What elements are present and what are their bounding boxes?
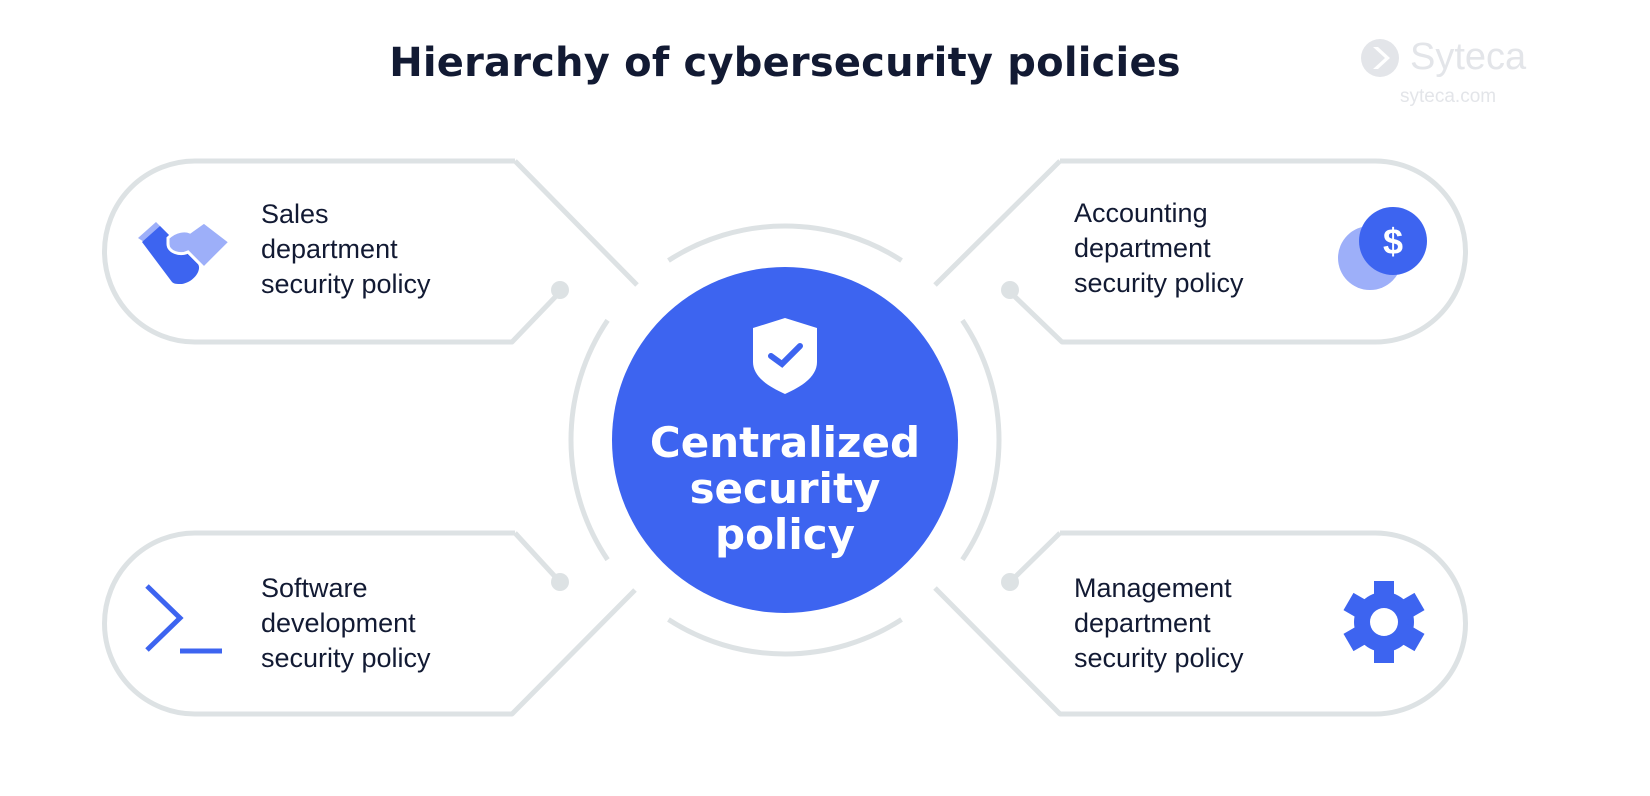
pill-accounting-outline [1008,158,1468,345]
outer-ring-arc [568,318,610,562]
pill-software-outline [102,530,637,717]
center-circle [612,267,958,613]
label-line: security policy [1074,643,1244,673]
label-line: Sales [261,199,329,229]
label-line: Centralized [649,418,921,467]
label-line: Accounting [1074,198,1208,228]
svg-text:$: $ [1383,221,1403,262]
connector-dot [551,573,569,591]
label-line: development [261,608,416,638]
policy-sales-label: Sales department security policy [261,197,431,302]
logo-name: Syteca [1410,36,1527,78]
diagram-title: Hierarchy of cybersecurity policies [389,40,1181,86]
label-line: security policy [1074,268,1244,298]
label-line: department [1074,233,1211,263]
logo-chevron-icon [1361,39,1399,77]
policy-management-label: Management department security policy [1074,571,1244,676]
label-line: department [261,234,398,264]
label-line: policy [715,510,855,559]
shield-check-icon [753,318,817,394]
connector-dot [551,281,569,299]
label-line: Software [261,573,368,603]
outer-ring-arc [960,318,1002,562]
connector-dot [1001,281,1019,299]
pill-management-outline [933,530,1468,717]
policy-accounting-label: Accounting department security policy [1074,196,1244,301]
logo-url: syteca.com [1400,86,1497,107]
coins-dollar-icon: $ [1338,207,1427,290]
center-policy-label: Centralized security policy [612,420,958,558]
outer-ring-arc [667,223,903,263]
terminal-icon [145,584,222,654]
connector-dot [1001,573,1019,591]
outer-ring-arc [667,617,903,657]
gear-icon [1343,581,1425,663]
label-line: security policy [261,269,431,299]
label-line: Management [1074,573,1232,603]
pill-sales-outline [102,158,562,345]
label-line: security policy [261,643,431,673]
label-line: department [1074,608,1211,638]
label-line: security [689,464,881,513]
handshake-icon [138,220,233,284]
policy-software-label: Software development security policy [261,571,431,676]
